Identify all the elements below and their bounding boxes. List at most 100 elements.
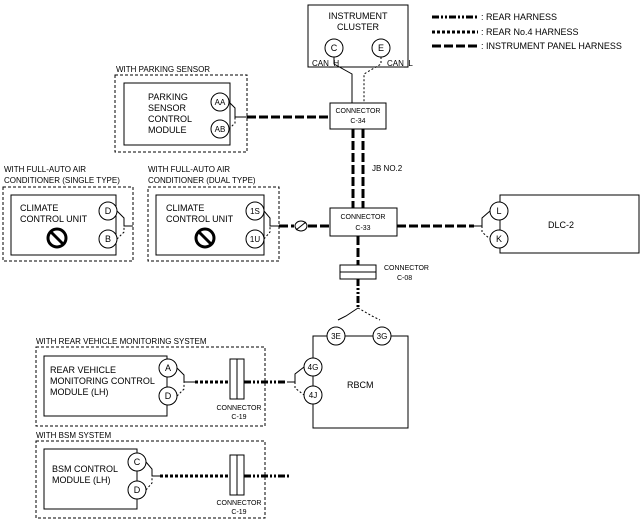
wire-rbcm-4g [287, 366, 305, 383]
legend-ip-label: : INSTRUMENT PANEL HARNESS [481, 41, 622, 51]
rear-vehicle-monitoring-control-module: REAR VEHICLE MONITORING CONTROL MODULE (… [43, 355, 178, 417]
rbcm-label: RBCM [347, 380, 374, 390]
rbcm-pin-3g [372, 326, 392, 346]
instrument-cluster: INSTRUMENT CLUSTER C E CAN_H CAN_L [307, 4, 413, 68]
twisted-pair-icon [294, 220, 308, 232]
single-label-2: CONTROL UNIT [20, 214, 88, 224]
bsm-group-label: WITH BSM SYSTEM [36, 431, 111, 440]
cluster-label-2: CLUSTER [337, 22, 380, 32]
rbcm-pin-3g-label: 3G [377, 332, 388, 341]
dual-label-2: CONTROL UNIT [166, 214, 234, 224]
dual-climate-group [147, 186, 280, 262]
wire-can-l-cluster [363, 57, 382, 103]
wire-rbcm-4j [294, 382, 305, 396]
dual-label-1: CLIMATE [166, 203, 204, 213]
dual-pin-1s-label: 1S [250, 207, 260, 216]
bsm-pin-d-label: D [134, 485, 141, 495]
c19-bsm-label-2: C-19 [231, 509, 246, 516]
dual-group-label-1: WITH FULL-AUTO AIR [148, 165, 230, 174]
rbcm-pin-4j-label: 4J [309, 391, 317, 400]
single-climate-control-unit: CLIMATE CONTROL UNIT D B [10, 194, 118, 256]
can-l-label: CAN_L [387, 59, 413, 68]
dual-climate-control-unit: CLIMATE CONTROL UNIT 1S 1U [155, 194, 265, 256]
parking-label-4: MODULE [148, 125, 187, 135]
rvm-group-label: WITH REAR VEHICLE MONITORING SYSTEM [36, 337, 207, 346]
single-group-label-2: CONDITIONER (SINGLE TYPE) [4, 176, 120, 185]
parking-sensor-group [114, 74, 248, 153]
single-label-1: CLIMATE [20, 203, 58, 213]
parking-label-1: PARKING [148, 92, 188, 102]
parking-pin-aa-label: AA [215, 98, 226, 107]
connector-c08: CONNECTOR C-08 [339, 264, 429, 282]
c33-label-2: C-33 [355, 225, 370, 232]
parking-label-2: SENSOR [148, 103, 187, 113]
parking-pin-ab-label: AB [215, 125, 226, 134]
parking-sensor-control-module: PARKING SENSOR CONTROL MODULE AA AB [123, 82, 231, 146]
c19-rvm-label-2: C-19 [231, 414, 246, 421]
wire-can-h-cluster [333, 57, 353, 103]
rbcm-pin-3e [326, 326, 346, 346]
rvm-pin-d-label: D [165, 391, 172, 401]
wire-rbcm-3g [357, 307, 381, 321]
c08-label-2: C-08 [397, 275, 412, 282]
single-pin-d-label: D [105, 206, 112, 216]
c34-label-1: CONNECTOR [336, 108, 381, 115]
bsm-label-2: MODULE (LH) [52, 475, 111, 485]
parking-sensor-group-label: WITH PARKING SENSOR [116, 65, 210, 74]
single-group-label-1: WITH FULL-AUTO AIR [4, 165, 86, 174]
bsm-pin-c-label: C [134, 457, 141, 467]
wire-dlc-k [481, 226, 491, 240]
rvm-label-3: MODULE (LH) [50, 387, 109, 397]
rvm-pin-a-label: A [165, 363, 171, 373]
dlc-pin-l-label: L [496, 206, 501, 216]
bsm-control-module: BSM CONTROL MODULE (LH) C D [43, 448, 147, 510]
rbcm-pin-4g-label: 4G [308, 363, 319, 372]
connector-c19-bsm: CONNECTOR C-19 [217, 454, 262, 516]
parking-label-3: CONTROL [148, 114, 192, 124]
rvm-label-2: MONITORING CONTROL [50, 376, 155, 386]
wire-dual-1s [263, 210, 279, 227]
wire-single-b [116, 226, 125, 240]
wire-dlc-l [474, 210, 491, 227]
cluster-pin-c-label: C [331, 43, 338, 53]
single-climate-group [2, 186, 134, 262]
bsm-label-1: BSM CONTROL [52, 464, 118, 474]
rbcm-pin-3e-label: 3E [331, 332, 341, 341]
connector-c34: CONNECTOR C-34 [329, 102, 387, 130]
can-h-label: CAN_H [312, 59, 339, 68]
prohibited-icon [194, 227, 216, 249]
c34-label-2: C-34 [350, 118, 365, 125]
c19-rvm-label-1: CONNECTOR [217, 405, 262, 412]
wire-parking-ab [228, 117, 236, 130]
wire-bsm-c [145, 461, 160, 477]
wire-bsm-d [145, 476, 153, 491]
legend-rear4-label: : REAR No.4 HARNESS [481, 27, 579, 37]
bsm-group [35, 440, 266, 519]
dlc-label: DLC-2 [548, 220, 574, 230]
dlc-pin-k-label: K [496, 234, 502, 244]
dlc-2: DLC-2 L K [489, 194, 640, 254]
rvm-label-1: REAR VEHICLE [50, 365, 116, 375]
legend-rear-label: : REAR HARNESS [481, 12, 557, 22]
c08-label-1: CONNECTOR [384, 265, 429, 272]
wire-parking-aa [228, 101, 247, 118]
jb-label: JB NO.2 [372, 164, 403, 173]
c19-bsm-label-1: CONNECTOR [217, 500, 262, 507]
dual-group-label-2: CONDITIONER (DUAL TYPE) [148, 176, 256, 185]
c33-label-1: CONNECTOR [341, 214, 386, 221]
legend: : REAR HARNESS : REAR No.4 HARNESS : INS… [432, 12, 622, 51]
dual-pin-1u-label: 1U [250, 235, 260, 244]
wire-rvm-a [176, 367, 195, 383]
prohibited-icon [46, 227, 68, 249]
connector-c19-rvm: CONNECTOR C-19 [217, 358, 262, 421]
connector-c33: CONNECTOR C-33 [329, 207, 398, 237]
cluster-pin-e-label: E [378, 43, 384, 53]
rbcm: RBCM 3E 3G 4G 4J [303, 326, 409, 429]
wire-rbcm-3e [337, 307, 359, 321]
rvm-group [35, 346, 266, 427]
wire-single-d [116, 210, 133, 227]
wire-dual-1u [263, 226, 271, 240]
cluster-label-1: INSTRUMENT [329, 11, 388, 21]
single-pin-b-label: B [105, 234, 111, 244]
